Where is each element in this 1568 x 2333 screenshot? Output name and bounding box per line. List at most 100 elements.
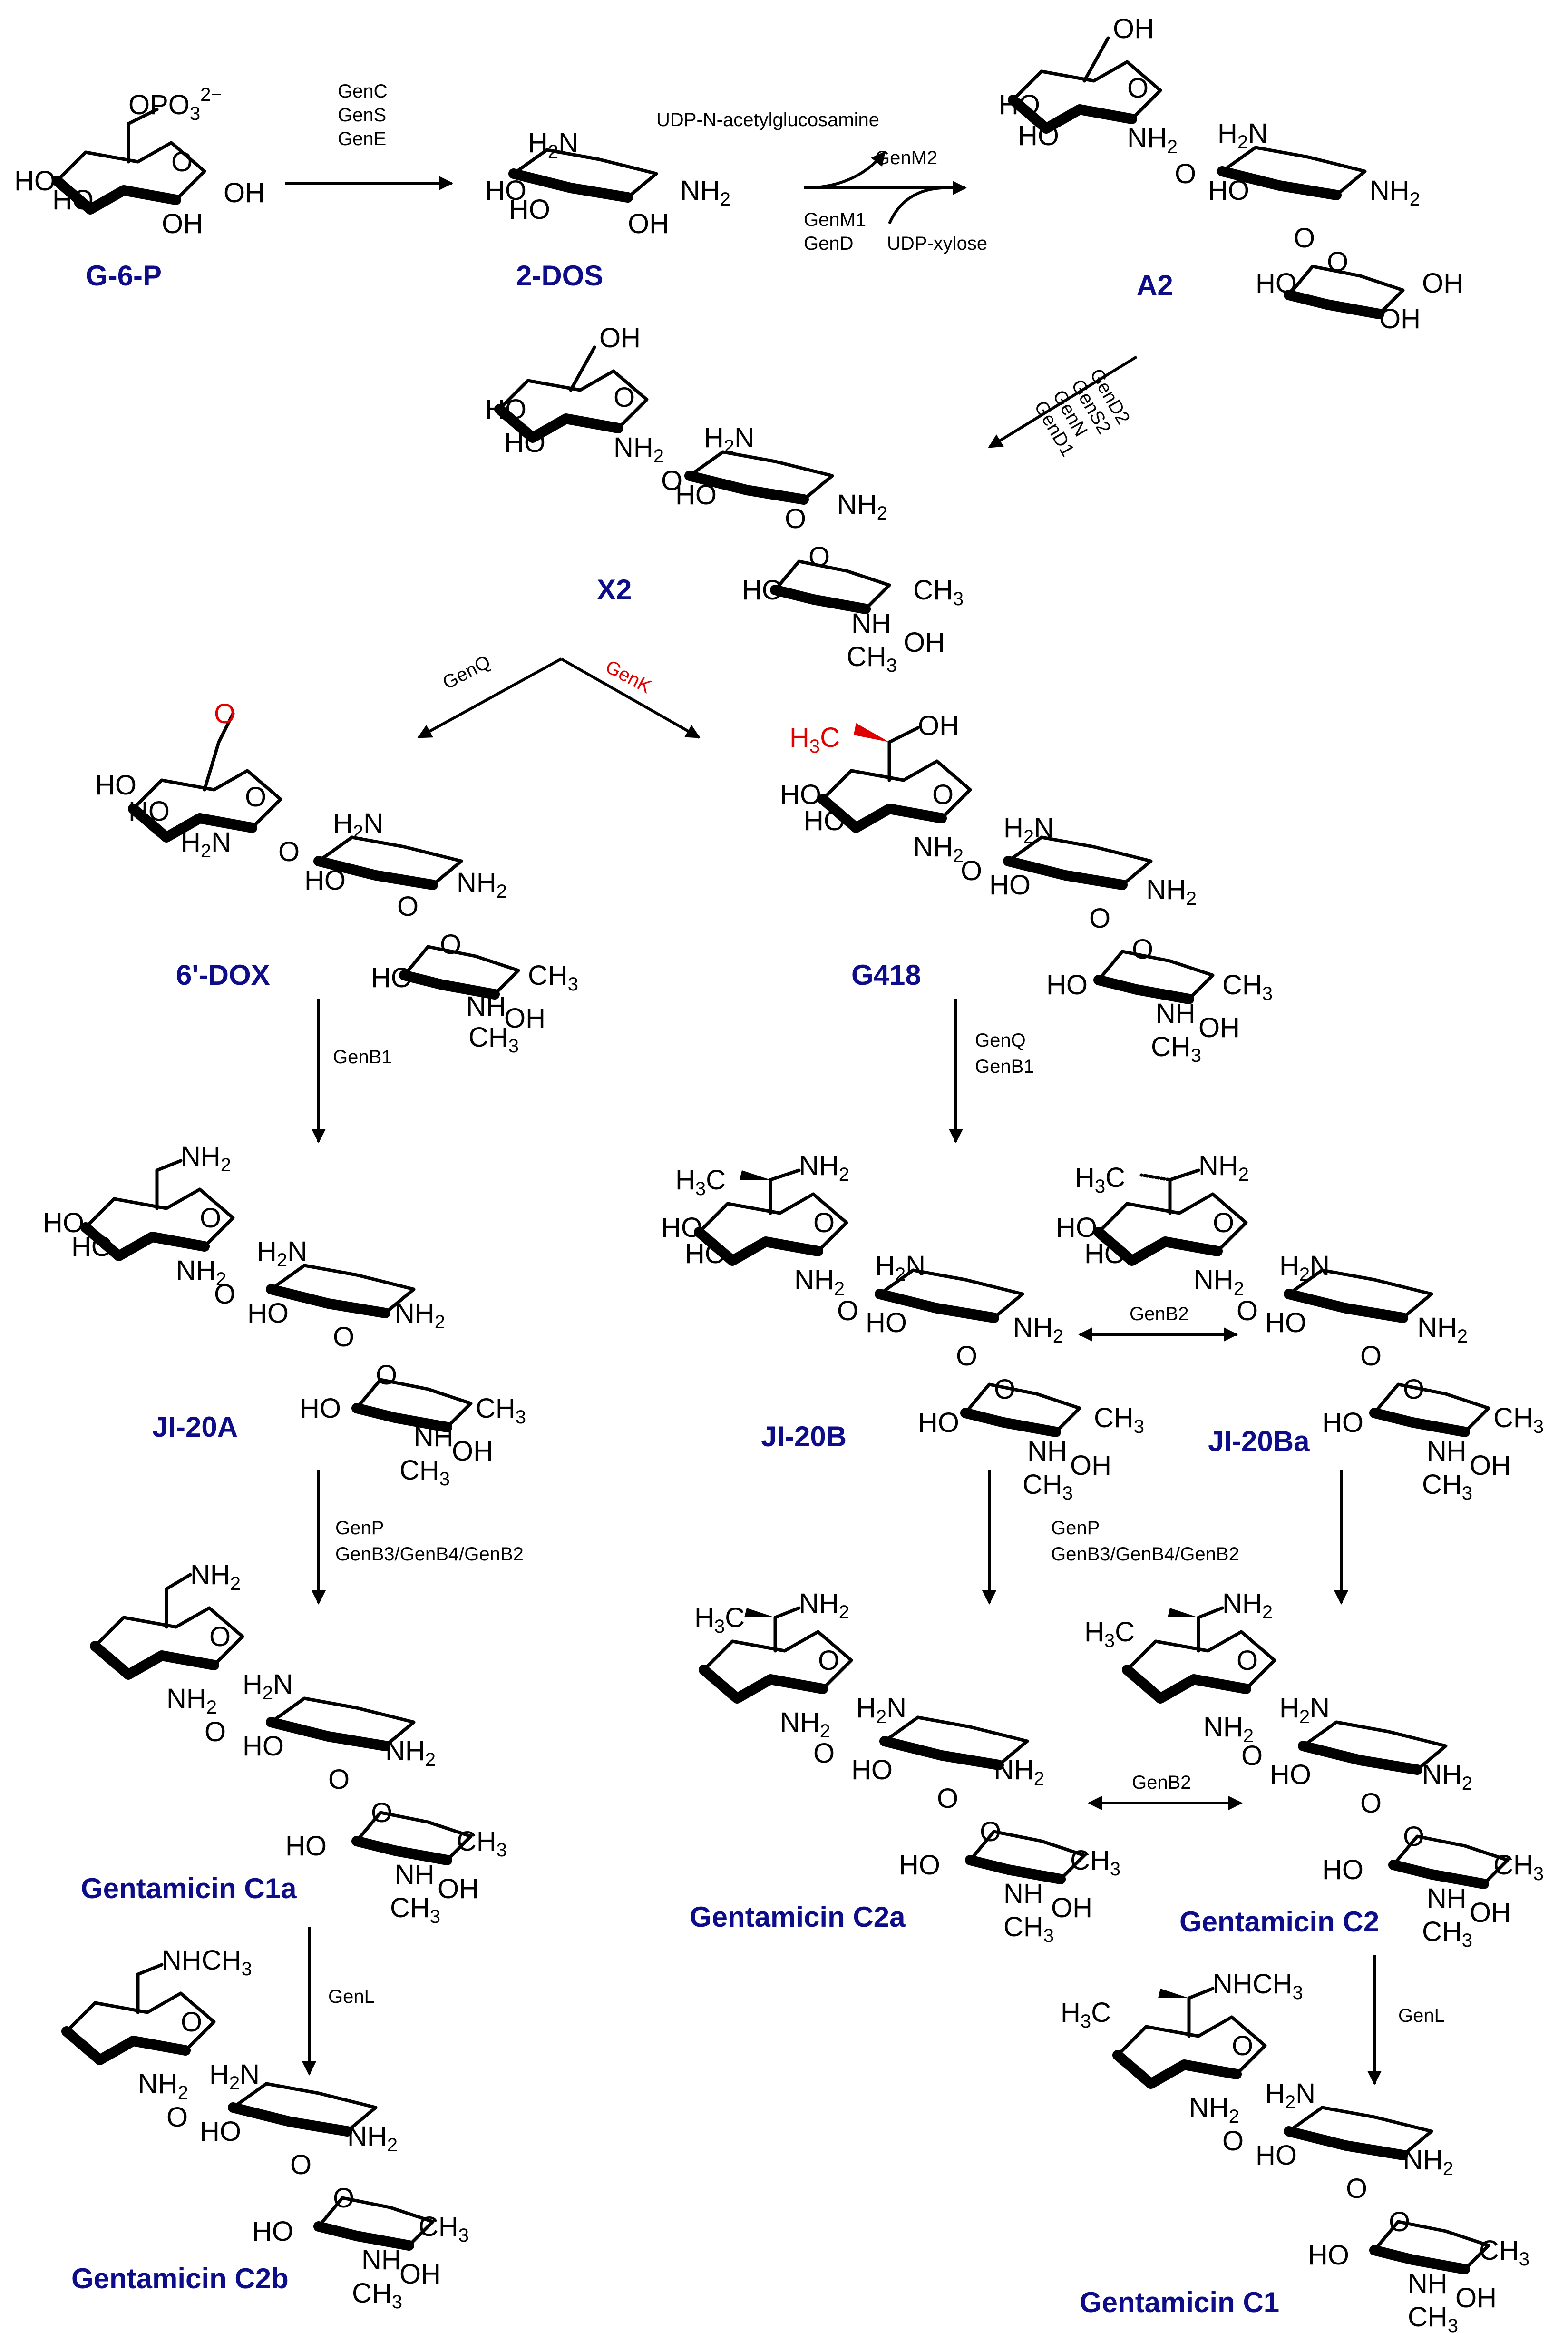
atom-h3c: H3C [789,722,840,757]
atom-nh2: NH2 [1403,2145,1453,2179]
atom-ch3: CH3 [1070,1845,1120,1880]
atom-o: O [785,503,806,534]
atom-nh2: NH2 [1013,1312,1063,1347]
structure-2dos: H2N HO HO OH NH2 [485,127,730,239]
enzyme-genq-left: GenQ [439,651,494,694]
atom-nh2: NH2 [837,489,887,524]
enzyme-genm2: GenM2 [875,147,937,168]
atom-ho: HO [866,1307,907,1338]
enzyme-genq-right: GenQ [975,1030,1026,1051]
atom-oh: OH [1051,1892,1092,1923]
atom-ch3: CH3 [1408,2302,1458,2333]
atom-ch3: CH3 [1151,1031,1201,1066]
enzyme-genp-left: GenP [335,1518,384,1539]
enzyme-genl-left: GenL [328,1986,375,2007]
atom-h2n: H2N [209,2059,260,2094]
atom-nh2: NH2 [457,867,507,902]
atom-ho: HO [742,575,783,606]
atom-nh: NH [1156,998,1196,1029]
label-ji20b: JI-20B [761,1421,847,1452]
atom-nh2: NH2 [799,1588,849,1623]
atom-ring-o: O [1232,2030,1253,2061]
label-2dos: 2-DOS [516,260,603,292]
structure-gentamicin-c2: H3C NH2 O NH2 O H2N HO NH2 O O HO NH CH3… [1084,1588,1544,1951]
atom-nh2: NH2 [1127,123,1178,157]
atom-oh: OH [1070,1450,1111,1481]
atom-nh2: NH2 [1422,1759,1472,1794]
atom-ring-o: O [209,1621,231,1652]
atom-h3c: H3C [675,1165,726,1199]
atom-ring-o: O [200,1203,221,1234]
atom-ch3: CH3 [399,1455,450,1490]
atom-oh: OH [452,1436,493,1467]
atom-h2n: H2N [704,422,754,457]
structure-a2: OH O HO HO NH2 O H2N HO NH2 O O HO OH OH [999,13,1463,334]
atom-nh2: NH2 [1370,175,1420,210]
atom-nh2: NH2 [1146,874,1197,909]
atom-h2n: H2N [1217,118,1268,153]
atom-ho: HO [485,175,526,206]
atom-ho: HO [371,962,412,993]
atom-ch3: CH3 [476,1393,526,1428]
atom-o: O [956,1341,977,1372]
arrow-x2-dox [417,657,562,739]
atom-ring-o: O [1389,2206,1410,2237]
label-gentamicin-c1a: Gentamicin C1a [81,1872,297,1904]
atom-ho: HO [1018,120,1059,151]
atom-nhch3: NHCH3 [1213,1969,1303,2003]
atom-ho: HO [247,1298,289,1329]
atom-nh2: NH2 [1198,1150,1249,1185]
atom-ho: HO [918,1407,959,1438]
atom-aldehyde-o: O [214,698,235,729]
atom-ho: HO [504,427,545,458]
atom-o: O [290,2149,312,2180]
structure-gentamicin-c1: H3C NHCH3 O NH2 O H2N HO NH2 O O HO NH C… [1061,1969,1529,2333]
label-gentamicin-c1: Gentamicin C1 [1080,2286,1279,2318]
atom-oh: OH [1422,268,1463,299]
enzyme-genl-right: GenL [1398,2005,1445,2026]
atom-h2n: H2N [875,1250,925,1285]
atom-ho: HO [899,1850,940,1881]
atom-o: O [333,1322,354,1353]
atom-nh2: NH2 [166,1683,217,1718]
atom-ch3: CH3 [419,2211,469,2246]
atom-ring-o: O [333,2183,354,2214]
atom-oh: OH [224,177,265,208]
atom-ring-o: O [932,779,954,810]
atom-h2n: H2N [243,1669,293,1704]
atom-nh2: NH2 [190,1559,241,1594]
atom-ring-o: O [171,147,193,177]
label-gentamicin-c2a: Gentamicin C2a [690,1901,906,1933]
atom-nh2: NH2 [181,1141,231,1176]
atom-ho: HO [851,1755,893,1785]
atom-ch3: CH3 [1003,1911,1054,1946]
atom-oh: OH [904,627,945,658]
atom-o: O [1222,2126,1244,2157]
atom-ho: HO [485,394,526,425]
atom-ho: HO [128,796,170,827]
atom-ring-o: O [1132,934,1153,965]
enzyme-genp-right: GenP [1051,1518,1100,1539]
atom-o: O [397,891,419,922]
atom-ring-o: O [614,382,635,413]
atom-o: O [205,1716,226,1747]
atom-ho: HO [200,2116,241,2147]
atom-ch3: CH3 [1422,1469,1472,1504]
enzyme-genb1-left: GenB1 [333,1047,392,1068]
atom-ho: HO [1208,175,1249,206]
atom-o: O [961,855,982,886]
structure-g6p: OPO32− O HO HO OH OH [14,84,265,239]
atom-h2n: H2N [1279,1250,1330,1285]
atom-oh: OH [438,1873,479,1904]
atom-nh: NH [1427,1436,1467,1467]
label-g6p: G-6-P [86,260,162,292]
atom-nh2: NH2 [614,432,664,467]
atom-o: O [1346,2173,1367,2204]
atom-o: O [837,1295,858,1326]
atom-ho: HO [1322,1854,1363,1885]
atom-ring-o: O [1403,1821,1424,1852]
atom-nh: NH [395,1859,435,1890]
atom-oh: OH [599,323,641,353]
atom-o: O [328,1764,350,1795]
